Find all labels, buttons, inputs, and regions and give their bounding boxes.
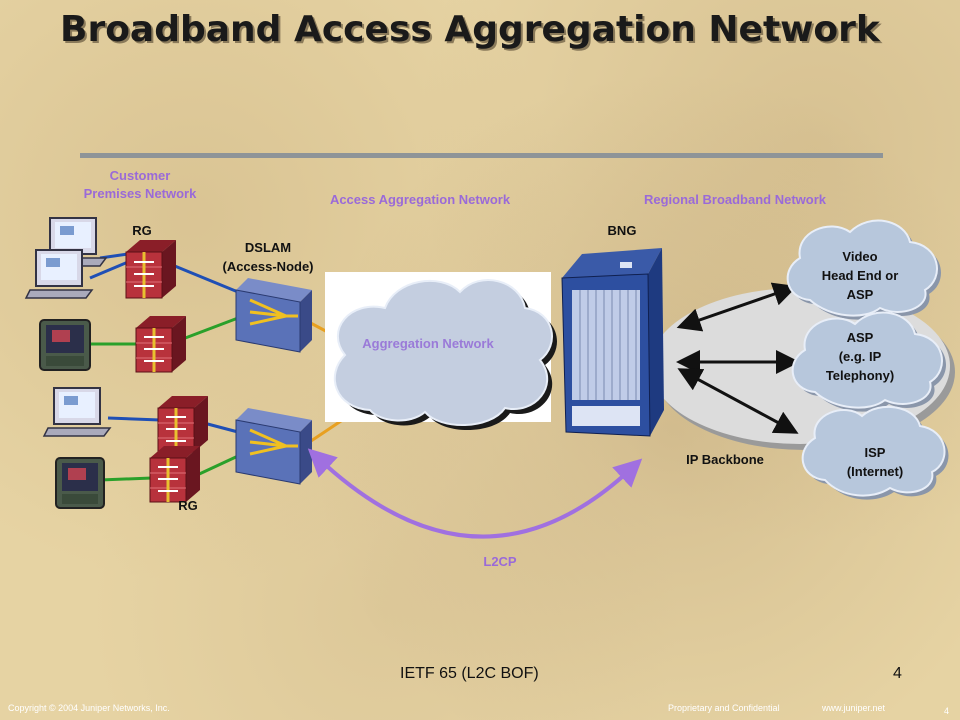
tv-icon (55, 457, 105, 509)
video-cloud-label: Video Head End or ASP (821, 249, 899, 302)
rg-firewall-icon (125, 240, 176, 299)
isp-cloud-label: ISP (Internet) (846, 445, 904, 479)
rg-label-top: RG (132, 223, 152, 238)
rg-label-bottom: RG (178, 498, 198, 513)
computer-icon (24, 249, 94, 299)
footer-small-page: 4 (944, 706, 950, 716)
rg-firewall-icon (149, 446, 200, 503)
tv-icon (39, 319, 91, 371)
video-cloud-icon (786, 219, 941, 320)
section-label-customer-premises: Customer Premises Network (83, 168, 197, 201)
section-label-access-aggregation: Access Aggregation Network (329, 192, 511, 207)
footer-center-text: IETF 65 (L2C BOF) (400, 665, 539, 682)
dslam-label: DSLAM (Access-Node) (222, 240, 314, 274)
footer-copyright: Copyright © 2004 Juniper Networks, Inc. (8, 703, 170, 713)
dslam-icon (235, 278, 312, 353)
rg-firewall-icon (157, 396, 208, 453)
footer-url: www.juniper.net (822, 703, 886, 713)
bng-label: BNG (607, 223, 637, 238)
isp-cloud-icon (801, 406, 949, 500)
footer-proprietary: Proprietary and Confidential (668, 703, 780, 713)
ip-backbone-label: IP Backbone (686, 452, 764, 467)
l2cp-arc (307, 448, 643, 539)
l2cp-label: L2CP (483, 554, 517, 569)
rg-firewall-icon (135, 316, 186, 373)
computer-icon (42, 387, 112, 437)
aggregation-network-label: Aggregation Network (362, 336, 494, 351)
footer-page-number: 4 (893, 665, 902, 682)
section-label-regional-broadband: Regional Broadband Network (643, 192, 827, 207)
backbone-arrows (676, 282, 800, 434)
dslam-icon (235, 408, 312, 485)
asp-cloud-label: ASP (e.g. IP Telephony) (825, 330, 895, 383)
bng-router-icon (561, 248, 664, 437)
title-divider (80, 153, 883, 158)
asp-cloud-icon (791, 311, 946, 412)
aggregation-cloud-icon (333, 279, 557, 431)
page-title: Broadband Access Aggregation Network (60, 9, 880, 50)
